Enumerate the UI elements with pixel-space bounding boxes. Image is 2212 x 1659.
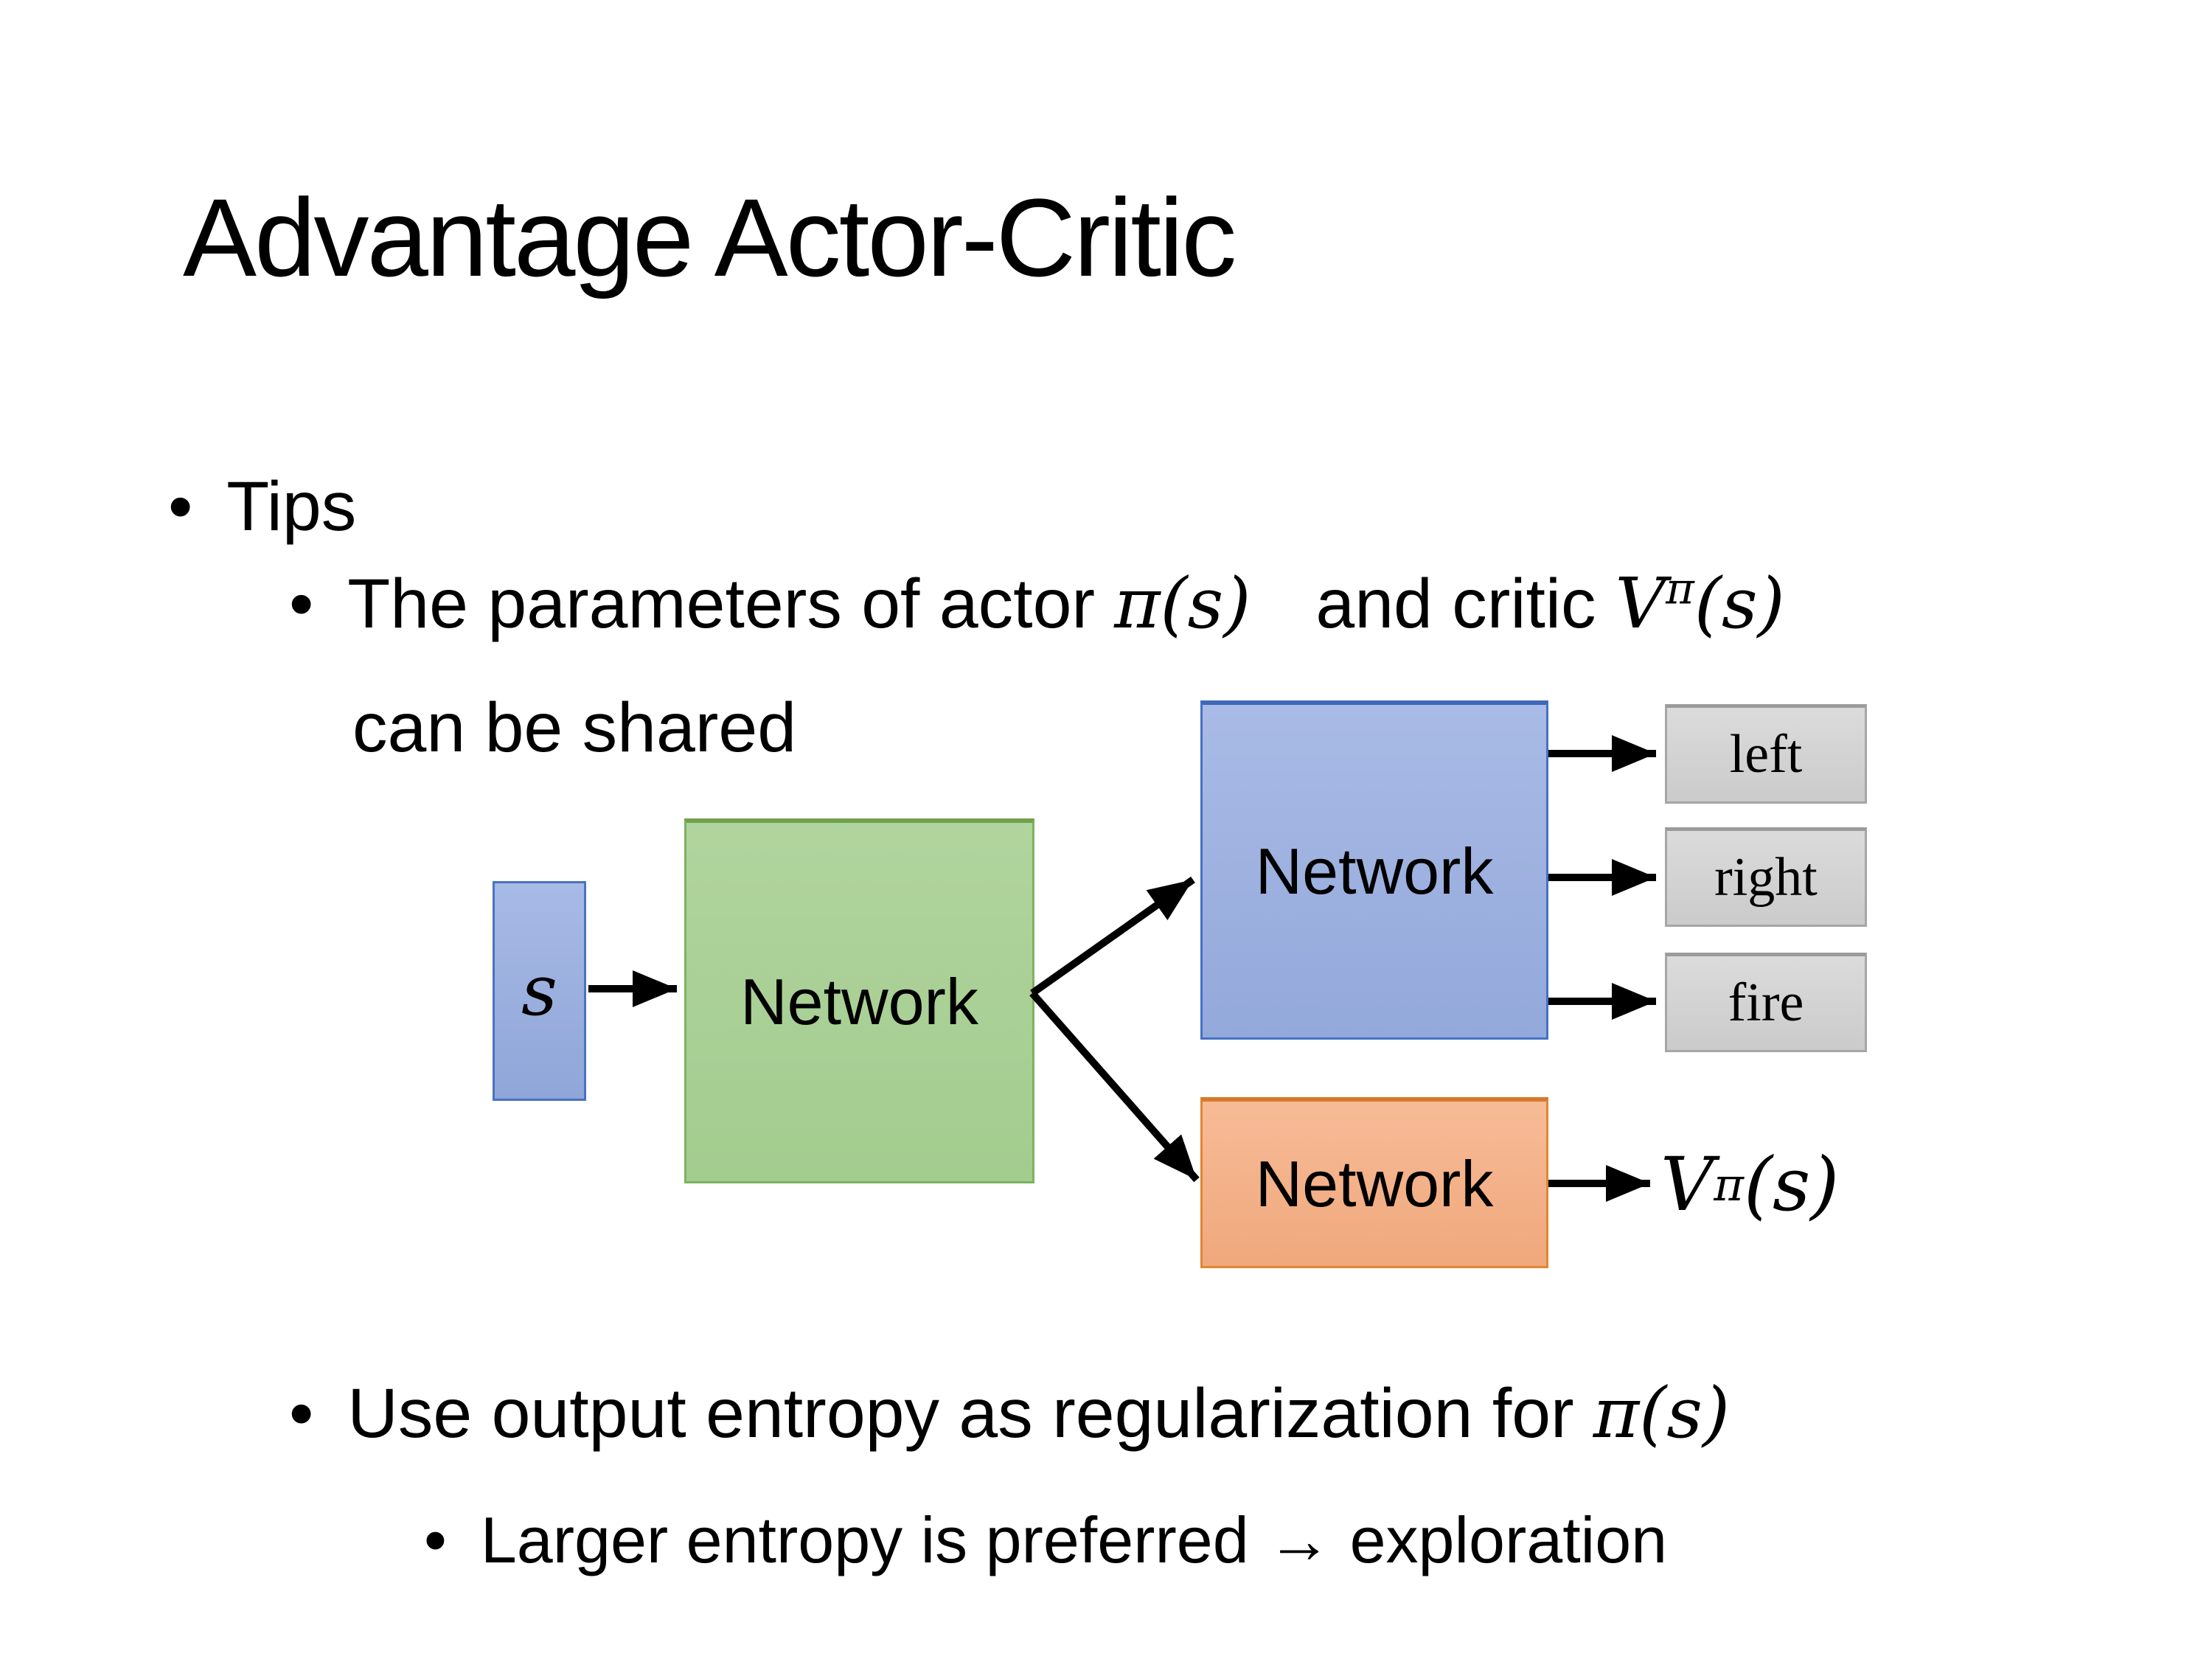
action-box-fire: fire — [1665, 953, 1867, 1052]
critic-network-box: Network — [1200, 1097, 1548, 1268]
action-label-right: right — [1714, 847, 1818, 908]
param-text-line2: can be shared — [352, 689, 797, 767]
shared-network-box: Network — [684, 818, 1034, 1183]
bullet-dot: • — [289, 1374, 314, 1453]
tips-text: Tips — [226, 467, 357, 546]
entropy-pi-math: π(s) — [1593, 1373, 1731, 1454]
critic-v-args: (s) — [1694, 563, 1785, 644]
exploration-bullet-line: • Larger entropy is preferred → explorati… — [424, 1500, 1667, 1581]
value-v-args: (s) — [1743, 1141, 1840, 1228]
action-label-fire: fire — [1728, 973, 1804, 1033]
tips-bullet-line: • Tips — [168, 463, 356, 551]
and-critic-text: and critic — [1315, 565, 1596, 643]
state-label: s — [521, 950, 557, 1032]
slide-title: Advantage Actor-Critic — [183, 175, 1237, 299]
arrow-shared-to-actor — [1030, 876, 1195, 997]
arrow-shared-to-critic — [1029, 990, 1200, 1183]
state-box: s — [493, 881, 586, 1101]
value-v: V — [1660, 1141, 1714, 1228]
shared-network-label: Network — [740, 965, 978, 1038]
action-box-right: right — [1665, 827, 1867, 927]
param-text-pre: The parameters of actor — [347, 565, 1096, 643]
param-bullet-line2: can be shared — [352, 684, 796, 772]
critic-v: V — [1615, 563, 1666, 644]
bullet-dot: • — [424, 1503, 447, 1576]
entropy-bullet-line: • Use output entropy as regularization fo… — [289, 1370, 1730, 1458]
critic-v-math: Vπ(s) — [1615, 563, 1785, 644]
critic-v-superscript: π — [1666, 563, 1694, 614]
action-label-left: left — [1729, 724, 1803, 785]
actor-pi-math: π(s) — [1114, 563, 1251, 644]
critic-network-label: Network — [1255, 1147, 1494, 1220]
value-v-superscript: π — [1714, 1158, 1744, 1211]
bullet-dot: • — [168, 467, 193, 546]
action-box-left: left — [1665, 704, 1867, 804]
bullet-dot: • — [289, 565, 314, 643]
actor-network-label: Network — [1255, 834, 1494, 908]
exploration-text: Larger entropy is preferred → exploratio… — [480, 1503, 1668, 1576]
entropy-text-pre: Use output entropy as regularization for — [347, 1374, 1574, 1453]
actor-network-box: Network — [1200, 700, 1548, 1040]
